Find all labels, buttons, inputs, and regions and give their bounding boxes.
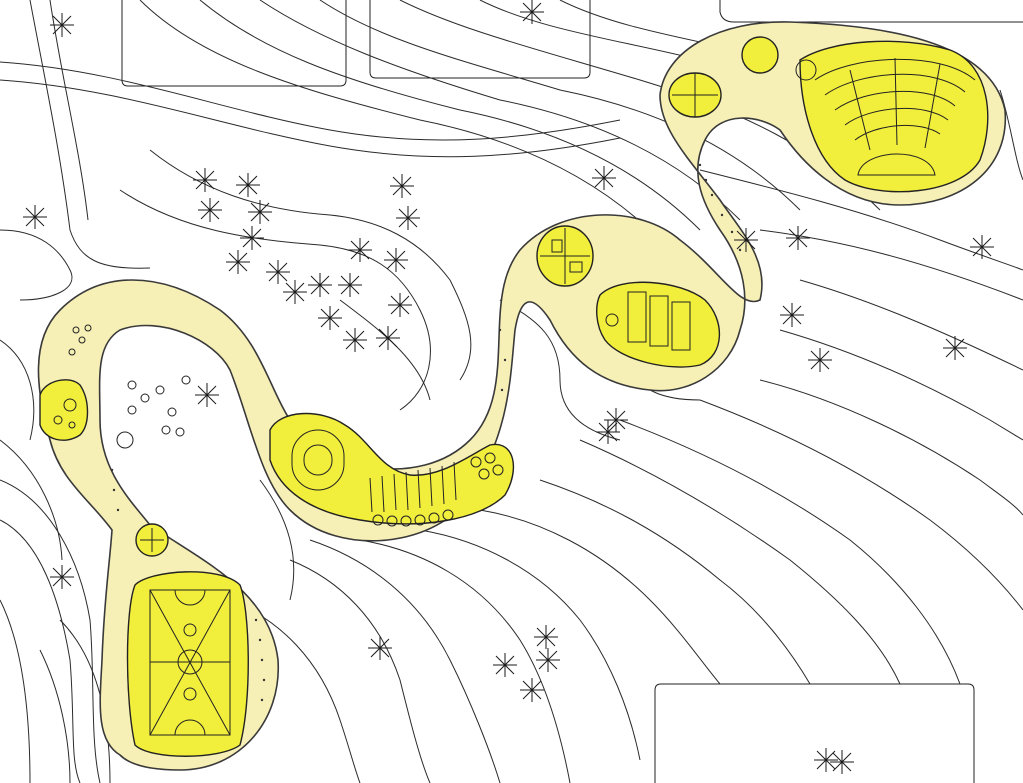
dining-pod [596,281,721,368]
room-pod [536,225,594,287]
entry-pavilion [668,72,722,118]
play-pod [39,379,89,441]
play-features [68,324,191,449]
basketball-court [126,571,249,757]
trees [23,0,994,774]
path-edge-dots [110,163,742,702]
building-outlines [121,0,1023,783]
small-round-pavilion [135,523,169,557]
amphitheater [741,36,989,193]
stadium-seating-pod [269,412,515,527]
roads [0,0,621,561]
